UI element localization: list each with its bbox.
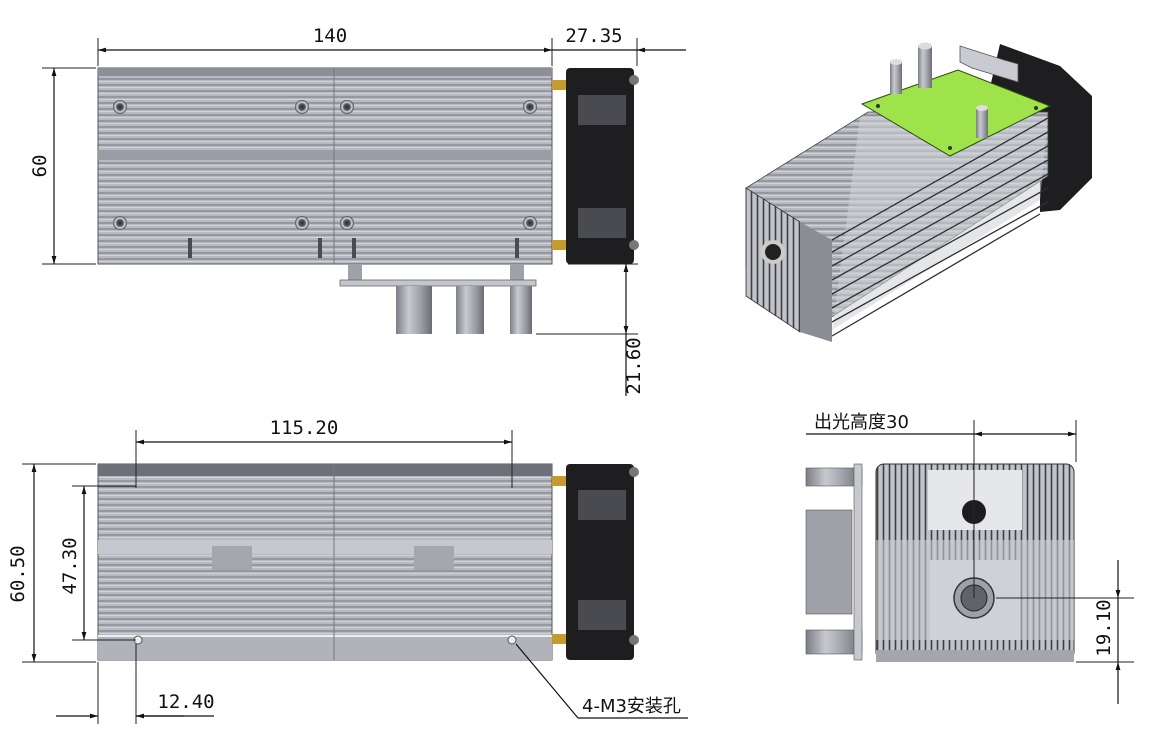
dim-19-10-label: 19.10 <box>1093 599 1115 656</box>
dimension-connector: 21.60 <box>536 263 645 396</box>
end-view <box>805 463 1075 662</box>
dim-27-35-label: 27.35 <box>565 25 622 47</box>
heatsink-top <box>97 463 553 661</box>
mount-hole-icon <box>507 635 517 645</box>
screw-icon <box>113 216 127 230</box>
screw-icon <box>340 216 354 230</box>
dimension-beam-height: 19.10 <box>996 560 1134 704</box>
dimension-fan-depth: 27.35 <box>552 25 686 66</box>
dimension-height-side: 60.50 <box>7 463 96 663</box>
top-view <box>97 463 639 661</box>
screw-icon <box>340 100 354 114</box>
screw-icon <box>523 216 537 230</box>
mount-holes-note: 4-M3安装孔 <box>582 696 681 717</box>
screw-icon <box>523 100 537 114</box>
dimension-light-height: 出光高度30 <box>806 412 1077 598</box>
dimension-hole-spacing: 115.20 <box>135 417 513 488</box>
dimension-length: 140 <box>97 25 553 66</box>
dim-12-40-label: 12.40 <box>157 691 214 713</box>
dim-60-label: 60 <box>29 155 51 178</box>
dim-60-50-label: 60.50 <box>7 545 29 602</box>
screw-icon <box>113 100 127 114</box>
dimension-height-front: 60 <box>29 67 96 265</box>
dim-47-30-label: 47.30 <box>59 537 81 594</box>
isometric-view <box>745 42 1092 342</box>
light-height-note: 出光高度30 <box>814 412 909 433</box>
leader-mount-holes: 4-M3安装孔 <box>515 643 688 719</box>
connector-pin <box>396 286 432 334</box>
dimension-hole-vertical: 47.30 <box>59 485 136 641</box>
connector-pin <box>510 286 532 334</box>
aperture-icon <box>761 240 785 264</box>
dim-115-20-label: 115.20 <box>270 417 339 439</box>
heatsink-front <box>97 67 553 265</box>
front-view <box>97 67 639 334</box>
dimension-hole-offset: 12.40 <box>56 644 215 724</box>
screw-icon <box>295 216 309 230</box>
dim-21-60-label: 21.60 <box>623 337 645 394</box>
screw-icon <box>295 100 309 114</box>
connector-pin <box>456 286 484 334</box>
dim-140-label: 140 <box>313 25 347 47</box>
